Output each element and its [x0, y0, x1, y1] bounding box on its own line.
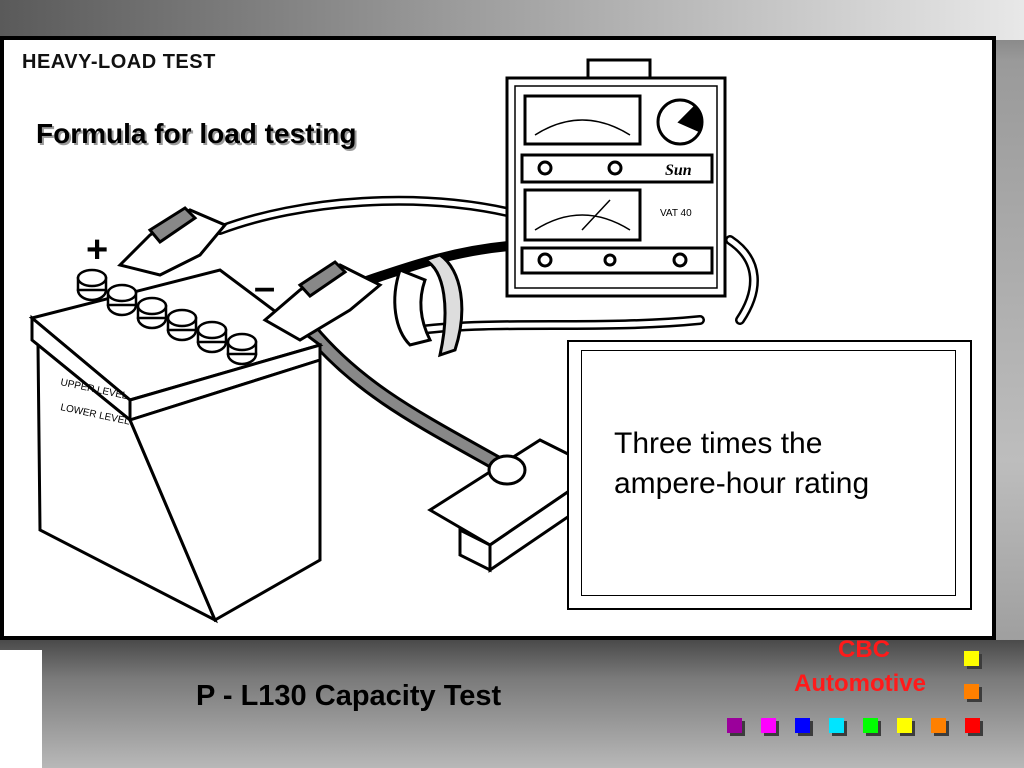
ground-cable [302, 322, 508, 473]
brand-line-automotive: Automotive [794, 670, 926, 697]
brand-line-cbc: CBC [838, 636, 890, 663]
color-square-orange [931, 718, 946, 733]
slide-background-top [0, 0, 1024, 40]
answer-text: Three times the ampere-hour rating [614, 427, 870, 500]
side-square-orange [964, 684, 979, 699]
color-square-yellow [897, 718, 912, 733]
tester-brand-label: Sun [665, 162, 692, 179]
tester-model-label: VAT 40 [660, 208, 692, 219]
answer-box [567, 340, 972, 610]
side-square-yellow [964, 651, 979, 666]
load-tester [505, 58, 727, 298]
color-square-purple [727, 718, 742, 733]
negative-clamp [262, 260, 383, 342]
color-square-blue [795, 718, 810, 733]
color-square-green [863, 718, 878, 733]
color-square-red [965, 718, 980, 733]
footer-title: P - L130 Capacity Test [196, 680, 502, 712]
answer-box-inner-border [581, 350, 956, 596]
slide-background-bottom [0, 640, 1024, 768]
battery-caps [76, 268, 258, 366]
color-square-cyan [829, 718, 844, 733]
left-white-strip [0, 650, 42, 768]
battery [28, 268, 324, 624]
color-square-magenta [761, 718, 776, 733]
ground-bolt [487, 454, 527, 486]
positive-clamp [117, 206, 228, 277]
plus-sign: + [86, 229, 108, 271]
minus-sign: – [254, 267, 275, 309]
figure-caption: HEAVY-LOAD TEST [22, 51, 216, 73]
formula-heading: Formula for load testing [36, 118, 357, 149]
amp-clamp [393, 253, 464, 358]
